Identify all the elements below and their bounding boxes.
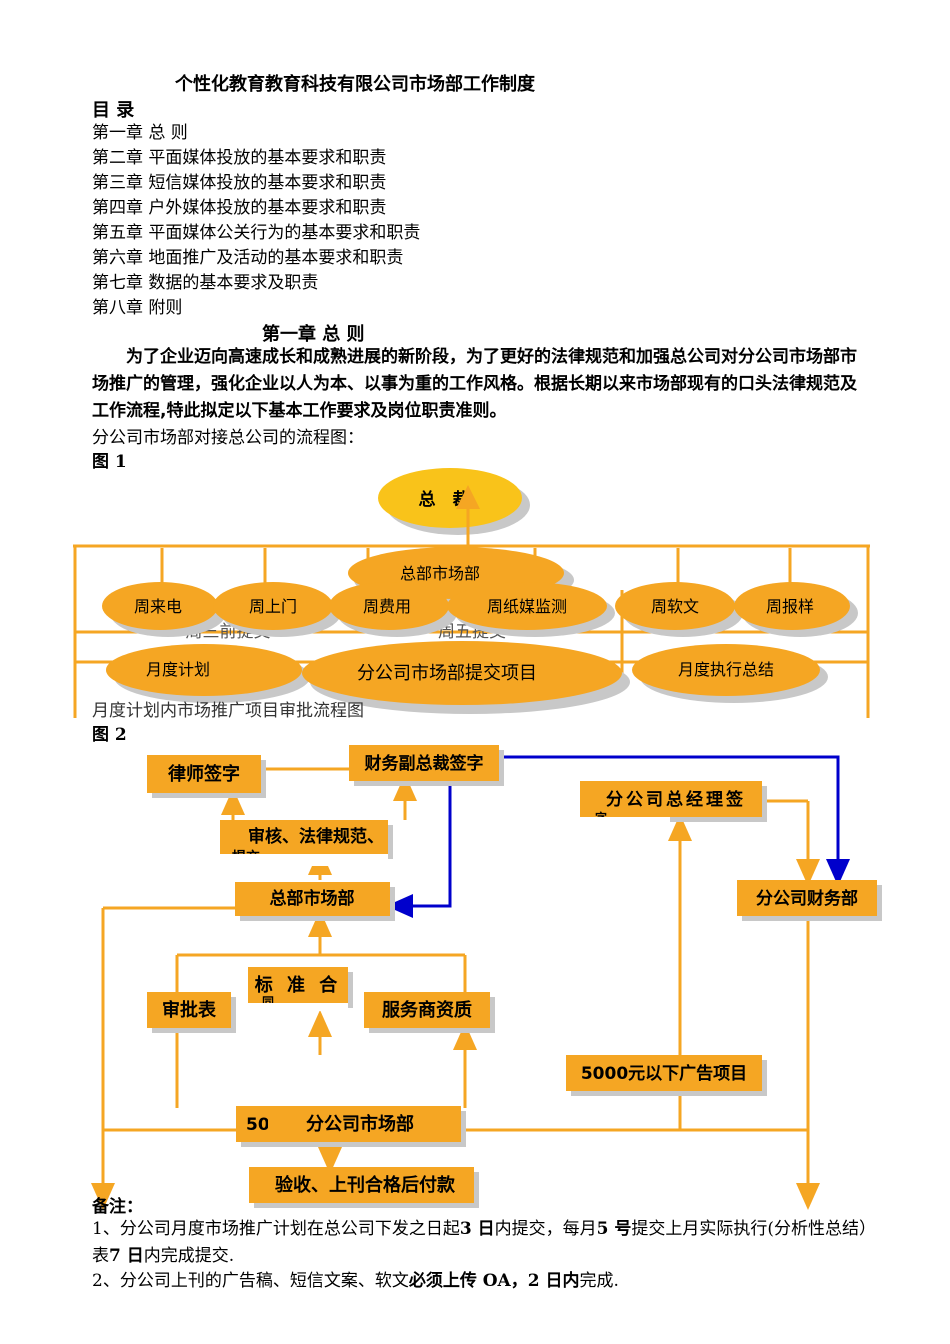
note-emphasis: 必须上传 OA，2 日内 [408, 1271, 580, 1291]
toc-item: 第八章 附则 [92, 298, 183, 318]
weekly-label: 周报样 [766, 597, 814, 616]
toc-heading: 目 录 [92, 100, 135, 121]
branch-submit-label: 分公司市场部提交项目 [357, 663, 537, 684]
hq-market-box [235, 882, 390, 916]
weekly-label: 周纸媒监测 [487, 597, 567, 616]
note-emphasis: 7 日 [109, 1246, 144, 1266]
monthly-plan-node [106, 644, 302, 696]
monthly-summary-node [632, 644, 820, 696]
figure2-label: 图 2 [92, 725, 127, 745]
branch-gm-label: 分公司总经理签 [606, 789, 746, 810]
note-emphasis: 5 号 [596, 1219, 632, 1239]
flow-intro: 分公司市场部对接总公司的流程图： [92, 428, 364, 448]
weekly-print-monitor-node [447, 582, 607, 630]
weekly-sample-node [734, 582, 850, 630]
figure1-label: 图 1 [92, 452, 127, 472]
acceptance-label: 验收、上刊合格后付款 [275, 1174, 456, 1196]
note-emphasis: 3 日 [459, 1219, 495, 1239]
chapter1-paragraph: 为了企业迈向高速成长和成熟进展的新阶段，为了更好的法律规范和加强总公司对分公司市… [92, 347, 857, 421]
hq-market-label: 总部市场部 [400, 564, 480, 583]
weekly-cost-node [329, 582, 449, 630]
note-1: 1、分公司月度市场推广计划在总公司下发之日起3 日内提交，每月5 号提交上月实际… [92, 1216, 882, 1270]
review-box [220, 820, 388, 854]
figure2-caption: 月度计划内市场推广项目审批流程图 [92, 701, 364, 721]
branch-gm-box [580, 781, 762, 817]
monthly-plan-label: 月度计划 [146, 660, 210, 679]
weekly-label: 周费用 [363, 597, 411, 616]
document-title: 个性化教育教育科技有限公司市场部工作制度 [175, 74, 535, 95]
note-text: 提交上月实际执行(分析性总结）表 [92, 1219, 876, 1266]
under-5000-label: 5000元以下广告项目 [581, 1063, 747, 1084]
toc-item: 第四章 户外媒体投放的基本要求和职责 [92, 198, 387, 218]
finance-vp-box [349, 745, 499, 781]
standard-contract-box [248, 967, 348, 1003]
weekly-label: 周上门 [249, 597, 297, 616]
finance-vp-label: 财务副总裁签字 [364, 753, 484, 774]
branch-finance-label: 分公司财务部 [756, 888, 858, 909]
weekly-article-node [615, 582, 735, 630]
approval-form-label: 审批表 [162, 999, 217, 1021]
president-node [378, 468, 522, 528]
acceptance-box [249, 1167, 474, 1203]
note-text: 完成. [579, 1271, 619, 1291]
branch-market-box [236, 1106, 461, 1142]
chapter1-title: 第一章 总 则 [262, 324, 365, 345]
provider-qual-box [364, 992, 490, 1028]
toc-item: 第五章 平面媒体公关行为的基本要求和职责 [92, 223, 421, 243]
toc-item: 第七章 数据的基本要求及职责 [92, 273, 319, 293]
weekly-label: 周软文 [651, 597, 699, 616]
notes-heading: 备注： [92, 1197, 143, 1217]
weekly-visits-node [213, 582, 333, 630]
note-text: 2、分公司上刊的广告稿、短信文案、软文 [92, 1271, 409, 1291]
toc-item: 第六章 地面推广及活动的基本要求和职责 [92, 248, 404, 268]
lawyer-sign-label: 律师签字 [168, 763, 240, 785]
standard-contract-label: 标 准 合 [254, 974, 342, 996]
note-text: 内完成提交. [143, 1246, 235, 1266]
branch-submit-node [302, 641, 622, 705]
note-2: 2、分公司上刊的广告稿、短信文案、软文必须上传 OA，2 日内完成. [92, 1268, 882, 1295]
under-5000-box [566, 1055, 762, 1091]
lawyer-sign-box [147, 755, 261, 793]
blue-arrow [386, 780, 452, 918]
note-text: 1、分公司月度市场推广计划在总公司下发之日起 [92, 1219, 460, 1239]
toc-item: 第二章 平面媒体投放的基本要求和职责 [92, 148, 387, 168]
blue-arrow [502, 755, 850, 886]
weekly-calls-node [102, 582, 218, 630]
toc-item: 第三章 短信媒体投放的基本要求和职责 [92, 173, 387, 193]
toc-item: 第一章 总 则 [92, 123, 188, 143]
table-of-contents: 第一章 总 则 第二章 平面媒体投放的基本要求和职责 第三章 短信媒体投放的基本… [92, 121, 420, 321]
over-amount-clipped-label: 50 [246, 1115, 270, 1135]
branch-market-label: 分公司市场部 [306, 1113, 414, 1135]
hq-market-label: 总部市场部 [270, 888, 355, 909]
branch-finance-box [737, 880, 877, 916]
note-text: 内提交，每月 [494, 1219, 597, 1239]
review-label: 审核、法律规范、 [248, 826, 384, 847]
weekly-label: 周来电 [134, 597, 182, 616]
provider-qual-label: 服务商资质 [382, 999, 472, 1021]
monthly-summary-label: 月度执行总结 [678, 660, 774, 679]
approval-form-box [147, 992, 231, 1028]
